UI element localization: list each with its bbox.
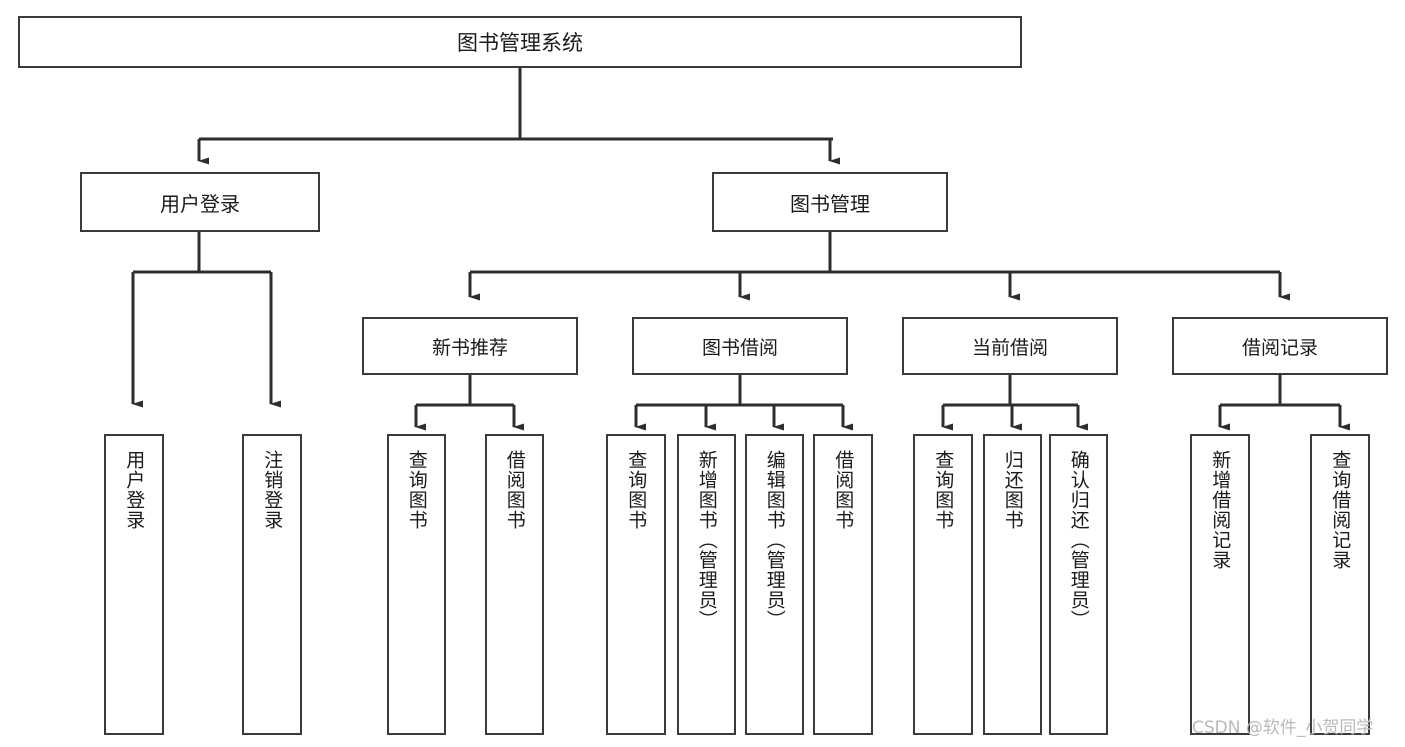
leaf-borrow-book-2[interactable]: 借阅图书	[813, 434, 873, 735]
leaf-query-book-3[interactable]: 查询图书	[913, 434, 973, 735]
leaf-logout-login-label: 注销登录	[261, 450, 284, 530]
leaf-query-borrow-record[interactable]: 查询借阅记录	[1310, 434, 1370, 735]
node-book-manage-label: 图书管理	[790, 191, 870, 216]
leaf-query-book-2-label: 查询图书	[625, 450, 648, 530]
node-new-book-recommend[interactable]: 新书推荐	[362, 317, 578, 375]
node-root-label: 图书管理系统	[457, 31, 583, 55]
leaf-confirm-return-admin-label: 确认归还（管理员）	[1067, 450, 1090, 630]
leaf-borrow-book-1[interactable]: 借阅图书	[485, 434, 544, 735]
node-user-login[interactable]: 用户登录	[80, 172, 320, 232]
csdn-watermark: CSDN @软件_小贺同学	[1192, 718, 1374, 738]
leaf-confirm-return-admin[interactable]: 确认归还（管理员）	[1049, 434, 1108, 735]
node-book-manage[interactable]: 图书管理	[712, 172, 948, 232]
node-current-borrow-label: 当前借阅	[971, 336, 1048, 359]
leaf-add-book-admin[interactable]: 新增图书（管理员）	[677, 434, 736, 735]
leaf-user-login[interactable]: 用户登录	[104, 434, 164, 735]
leaf-query-book-2[interactable]: 查询图书	[606, 434, 666, 735]
leaf-borrow-book-1-label: 借阅图书	[503, 450, 526, 530]
leaf-add-borrow-record[interactable]: 新增借阅记录	[1190, 434, 1250, 735]
leaf-return-book[interactable]: 归还图书	[983, 434, 1042, 735]
leaf-borrow-book-2-label: 借阅图书	[832, 450, 855, 530]
node-book-borrow[interactable]: 图书借阅	[632, 317, 848, 375]
node-root[interactable]: 图书管理系统	[18, 16, 1022, 68]
node-new-book-recommend-label: 新书推荐	[431, 336, 508, 359]
leaf-add-book-admin-label: 新增图书（管理员）	[695, 450, 718, 630]
leaf-edit-book-admin-label: 编辑图书（管理员）	[763, 450, 786, 630]
leaf-add-borrow-record-label: 新增借阅记录	[1209, 450, 1232, 570]
leaf-query-borrow-record-label: 查询借阅记录	[1329, 450, 1352, 570]
node-book-borrow-label: 图书借阅	[701, 336, 778, 359]
node-borrow-record[interactable]: 借阅记录	[1172, 317, 1388, 375]
node-current-borrow[interactable]: 当前借阅	[902, 317, 1118, 375]
leaf-user-login-label: 用户登录	[123, 450, 146, 530]
node-user-login-label: 用户登录	[160, 191, 240, 216]
node-borrow-record-label: 借阅记录	[1241, 336, 1318, 359]
leaf-query-book-3-label: 查询图书	[932, 450, 955, 530]
leaf-query-book-1[interactable]: 查询图书	[387, 434, 446, 735]
leaf-return-book-label: 归还图书	[1001, 450, 1024, 530]
leaf-edit-book-admin[interactable]: 编辑图书（管理员）	[745, 434, 804, 735]
leaf-logout-login[interactable]: 注销登录	[242, 434, 302, 735]
leaf-query-book-1-label: 查询图书	[405, 450, 428, 530]
